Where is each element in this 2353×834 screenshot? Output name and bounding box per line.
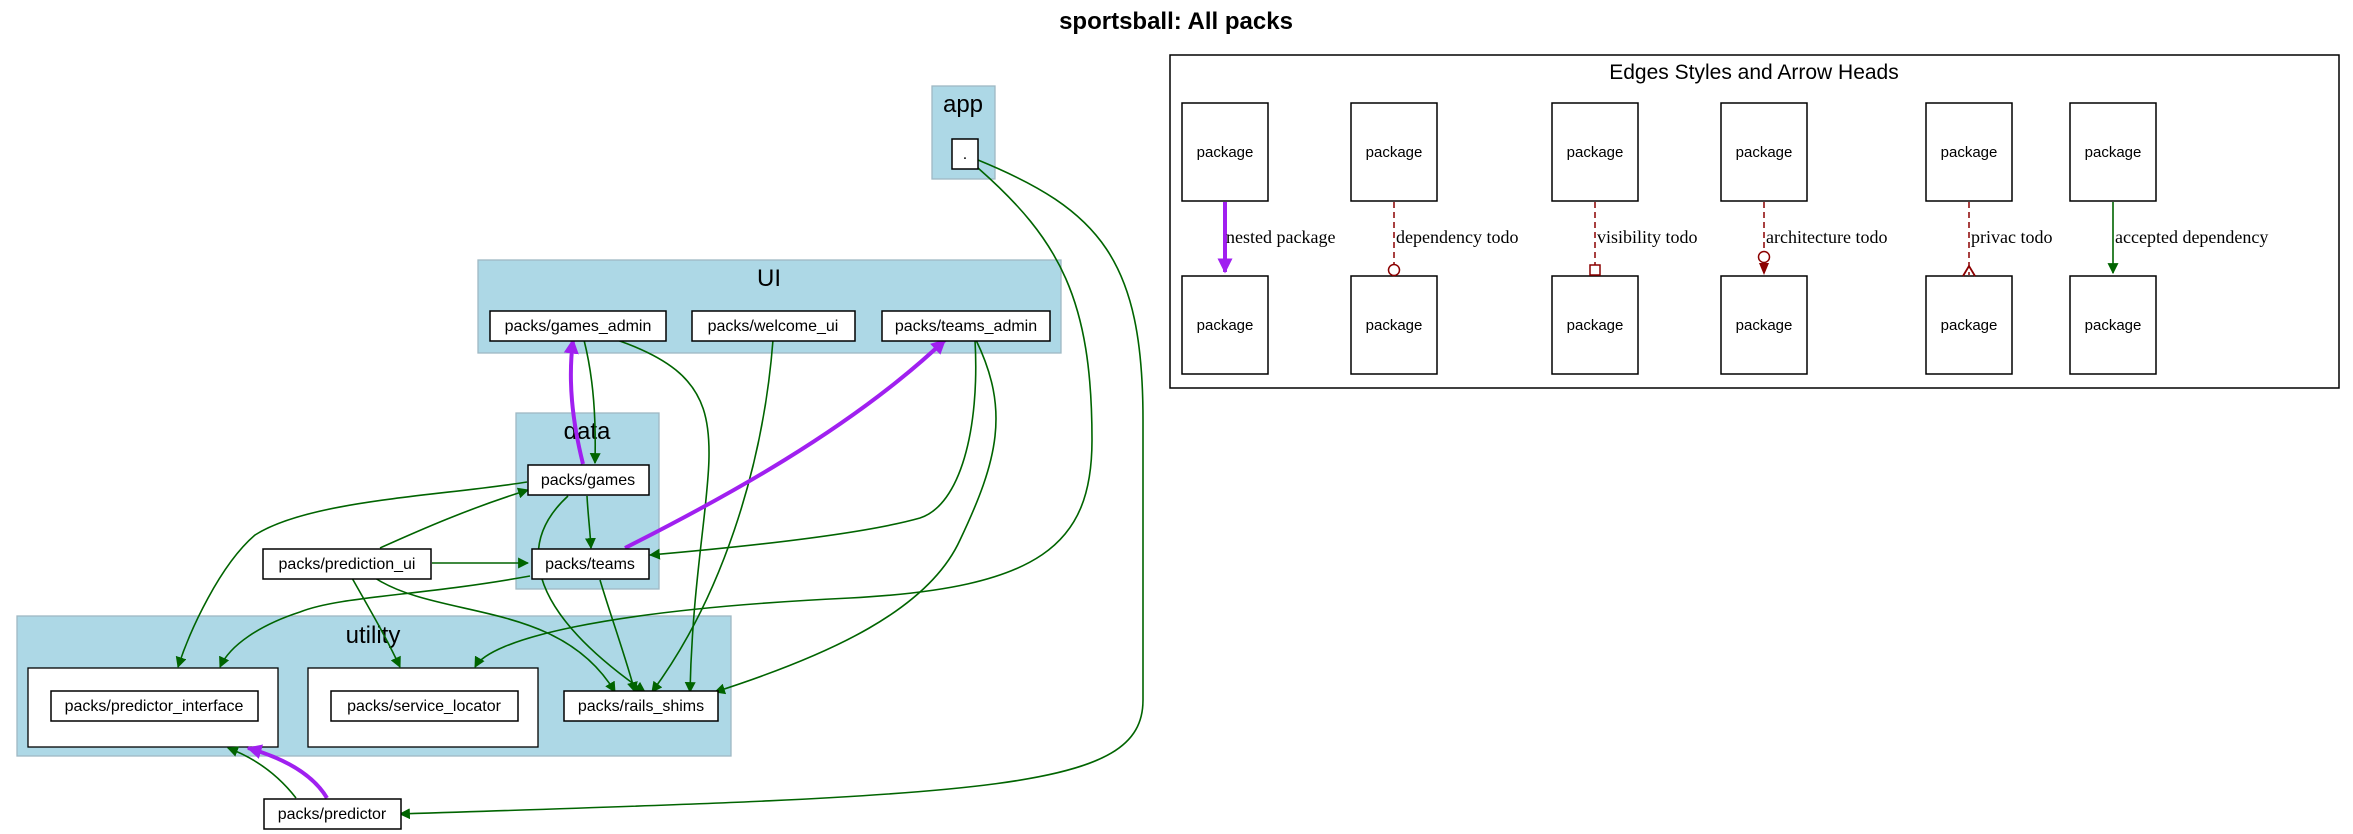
edge-root-to-predictor — [398, 159, 1144, 820]
node-games-admin[interactable]: packs/games_admin — [489, 310, 667, 342]
legend-odot-head — [1387, 263, 1401, 277]
legend-nested-package: package package nested package — [1181, 102, 1335, 375]
node-teams-label: packs/teams — [545, 556, 635, 573]
nested-edges — [246, 338, 947, 800]
edge-predictor-to-predictor-interface — [226, 746, 297, 799]
node-service-locator-label: packs/service_locator — [347, 698, 502, 715]
cluster-app-label: app — [943, 91, 983, 118]
nested-edge-games-to-games-admin — [563, 338, 585, 465]
cluster-ui-label: UI — [757, 265, 781, 292]
cluster-data-label: data — [564, 418, 611, 445]
edge-welcome-ui-to-rails-shims — [651, 339, 774, 693]
legend-dependency-todo: package package dependency todo — [1350, 102, 1518, 375]
node-predictor-interface-label: packs/predictor_interface — [65, 698, 244, 715]
legend-edge-label: architecture todo — [1766, 227, 1887, 247]
nested-edge-teams-to-teams-admin — [624, 338, 947, 550]
legend-package-label: package — [1197, 144, 1254, 161]
node-teams-admin[interactable]: packs/teams_admin — [881, 310, 1051, 342]
edge-prediction-ui-to-service-locator — [351, 577, 401, 668]
legend-edge-label: privac todo — [1971, 227, 2052, 247]
dependency-edges — [175, 159, 1144, 820]
legend-package-label: package — [1366, 144, 1423, 161]
edge-games-admin-to-rails-shims — [616, 339, 710, 694]
legend-normal-head — [1759, 263, 1769, 275]
diagram-title: sportsball: All packs — [1059, 8, 1293, 35]
node-root-label: . — [963, 146, 967, 163]
edge-games-admin-to-games — [583, 339, 601, 465]
edge-teams-to-rails-shims — [599, 579, 638, 694]
edge-teams-admin-to-teams — [648, 339, 977, 560]
edge-teams-to-predictor-interface — [219, 575, 531, 669]
edge-root-to-service-locator — [474, 167, 1093, 668]
legend-accepted-dependency: package package accepted dependency — [2069, 102, 2268, 375]
legend-package-label: package — [1567, 144, 1624, 161]
legend-edge-label: dependency todo — [1396, 227, 1518, 247]
edge-games-to-teams — [584, 495, 596, 550]
node-prediction-ui[interactable]: packs/prediction_ui — [262, 548, 432, 580]
edge-teams-admin-to-rails-shims — [713, 339, 997, 695]
node-predictor-label: packs/predictor — [278, 806, 387, 823]
node-games-admin-label: packs/games_admin — [505, 318, 652, 335]
node-prediction-ui-label: packs/prediction_ui — [279, 556, 416, 573]
legend-package-label: package — [1941, 317, 1998, 334]
nested-edge-predictor-to-predictor-interface — [246, 744, 329, 800]
node-welcome-ui[interactable]: packs/welcome_ui — [691, 310, 856, 342]
legend-edge-label: visibility todo — [1597, 227, 1698, 247]
legend-package-label: package — [2085, 144, 2142, 161]
node-games-label: packs/games — [541, 472, 635, 489]
legend-privacy-todo: package package privac todo — [1925, 102, 2052, 375]
legend: Edges Styles and Arrow Heads package pac… — [1169, 54, 2340, 389]
node-rails-shims-label: packs/rails_shims — [578, 698, 704, 715]
legend-package-label: package — [2085, 317, 2142, 334]
node-welcome-ui-label: packs/welcome_ui — [708, 318, 839, 335]
cluster-utility-label: utility — [346, 622, 401, 649]
legend-odot-head — [1757, 250, 1771, 264]
node-teams-admin-label: packs/teams_admin — [895, 318, 1037, 335]
legend-architecture-todo: package package architecture todo — [1720, 102, 1887, 375]
node-predictor[interactable]: packs/predictor — [263, 798, 402, 830]
legend-edge-label: nested package — [1226, 227, 1335, 247]
edge-games-to-predictor-interface — [175, 481, 528, 669]
legend-package-label: package — [1941, 144, 1998, 161]
legend-obox-head — [1589, 264, 1601, 276]
edge-prediction-ui-to-rails-shims — [374, 577, 616, 693]
legend-package-label: package — [1736, 317, 1793, 334]
legend-package-label: package — [1567, 317, 1624, 334]
legend-title: Edges Styles and Arrow Heads — [1609, 61, 1899, 84]
legend-edge-label: accepted dependency — [2115, 227, 2268, 247]
legend-package-label: package — [1197, 317, 1254, 334]
node-predictor-interface[interactable]: packs/predictor_interface — [50, 690, 259, 722]
legend-package-label: package — [1736, 144, 1793, 161]
node-root[interactable]: . — [951, 138, 979, 170]
node-service-locator[interactable]: packs/service_locator — [330, 690, 519, 722]
node-games[interactable]: packs/games — [527, 464, 650, 496]
legend-crow-head — [1962, 264, 1976, 277]
legend-visibility-todo: package package visibility todo — [1551, 102, 1698, 375]
edge-prediction-ui-to-games — [379, 487, 530, 549]
node-rails-shims[interactable]: packs/rails_shims — [563, 690, 719, 722]
legend-package-label: package — [1366, 317, 1423, 334]
cluster-utility: utility — [16, 615, 732, 757]
node-teams[interactable]: packs/teams — [531, 548, 650, 580]
